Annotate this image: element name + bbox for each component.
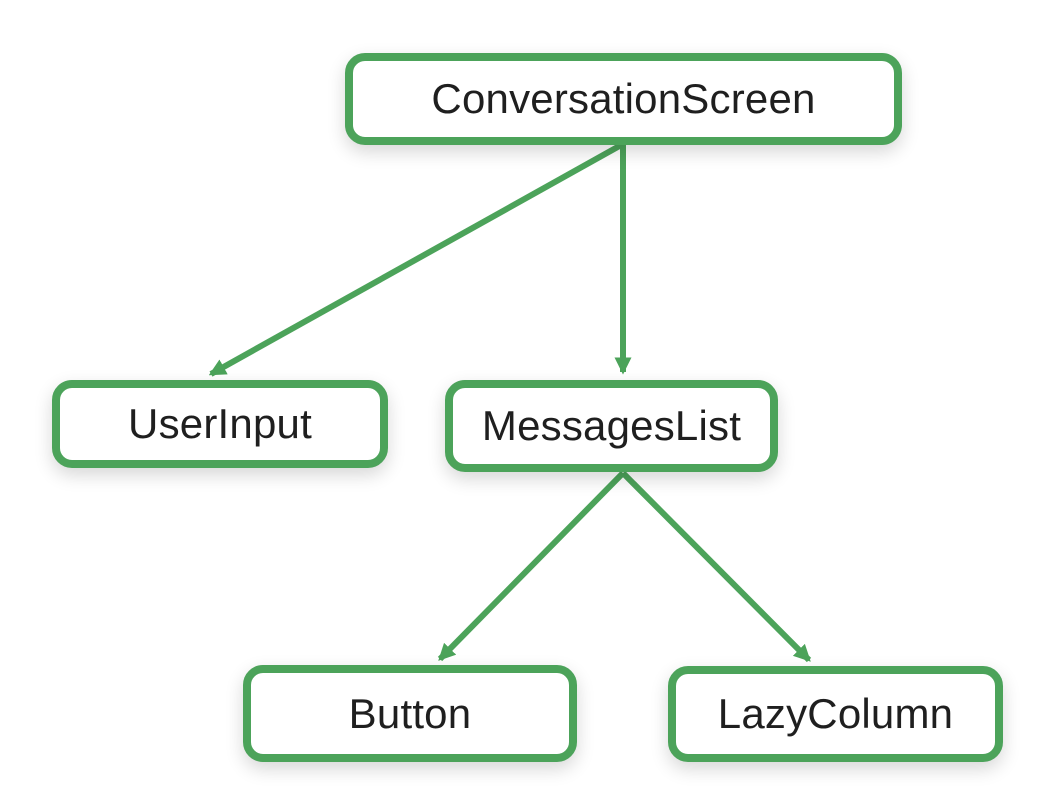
edge-conversationscreen-userinput: [208, 141, 625, 377]
node-conversation-screen: ConversationScreen: [345, 53, 902, 145]
edge-messageslist-button: [437, 470, 626, 662]
node-messages-list: MessagesList: [445, 380, 778, 472]
node-label: UserInput: [128, 400, 312, 447]
node-user-input: UserInput: [52, 380, 388, 468]
node-lazy-column: LazyColumn: [668, 666, 1003, 762]
node-label: Button: [348, 689, 472, 737]
node-label: ConversationScreen: [431, 75, 816, 122]
node-button: Button: [243, 665, 577, 762]
node-label: MessagesList: [481, 402, 742, 449]
edge-messageslist-lazycolumn: [620, 470, 812, 663]
node-label: LazyColumn: [717, 690, 954, 737]
